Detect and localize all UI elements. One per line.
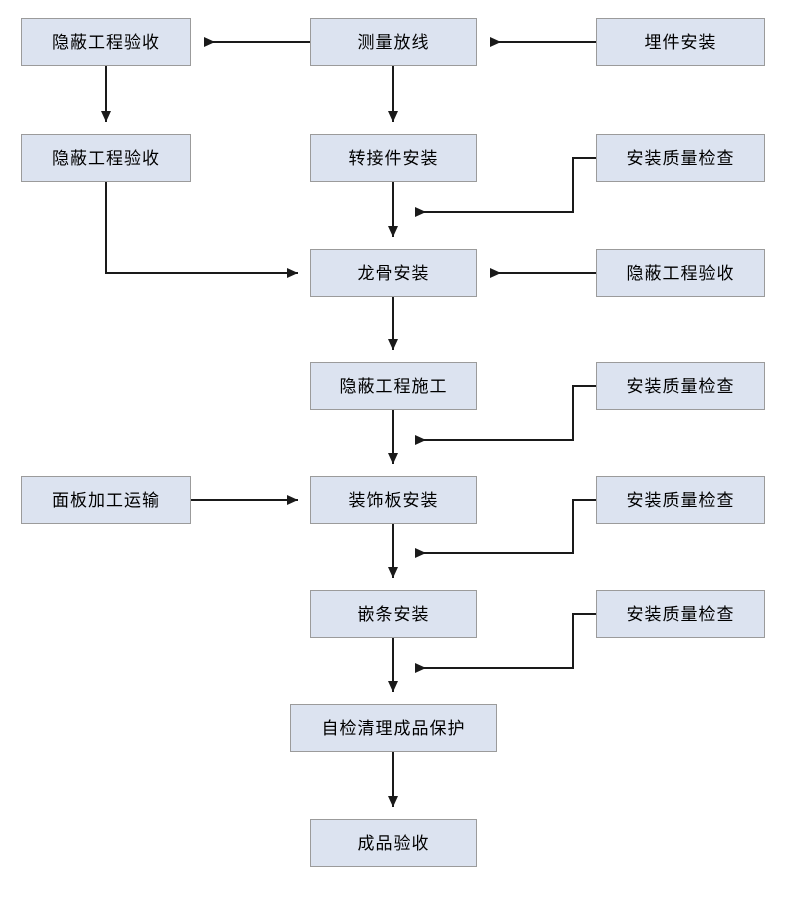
node-label: 龙骨安装 bbox=[357, 263, 430, 283]
node-trim-strip-installation[interactable]: 嵌条安装 bbox=[310, 590, 477, 638]
node-label: 装饰板安装 bbox=[348, 490, 439, 510]
node-panel-fabrication-transport[interactable]: 面板加工运输 bbox=[21, 476, 191, 524]
node-label: 埋件安装 bbox=[644, 32, 717, 52]
node-hidden-works-acceptance-2[interactable]: 隐蔽工程验收 bbox=[21, 134, 191, 182]
node-label: 隐蔽工程施工 bbox=[339, 376, 448, 396]
node-label: 自检清理成品保护 bbox=[321, 718, 466, 738]
node-label: 测量放线 bbox=[357, 32, 430, 52]
node-decorative-panel-installation[interactable]: 装饰板安装 bbox=[310, 476, 477, 524]
node-label: 嵌条安装 bbox=[357, 604, 430, 624]
node-quality-check-4[interactable]: 安装质量检查 bbox=[596, 590, 765, 638]
node-label: 安装质量检查 bbox=[626, 490, 735, 510]
node-final-product-acceptance[interactable]: 成品验收 bbox=[310, 819, 477, 867]
node-quality-check-2[interactable]: 安装质量检查 bbox=[596, 362, 765, 410]
node-label: 隐蔽工程验收 bbox=[626, 263, 735, 283]
edge-e7 bbox=[105, 182, 298, 278]
node-survey-setting-out[interactable]: 测量放线 bbox=[310, 18, 477, 66]
node-label: 成品验收 bbox=[357, 833, 430, 853]
node-self-inspection-cleaning-protection[interactable]: 自检清理成品保护 bbox=[290, 704, 497, 752]
node-label: 隐蔽工程验收 bbox=[52, 148, 160, 168]
node-keel-installation[interactable]: 龙骨安装 bbox=[310, 249, 477, 297]
node-quality-check-1[interactable]: 安装质量检查 bbox=[596, 134, 765, 182]
node-embedded-parts-installation[interactable]: 埋件安装 bbox=[596, 18, 765, 66]
node-label: 安装质量检查 bbox=[626, 604, 735, 624]
node-hidden-works-acceptance-1[interactable]: 隐蔽工程验收 bbox=[21, 18, 191, 66]
node-hidden-works-acceptance-3[interactable]: 隐蔽工程验收 bbox=[596, 249, 765, 297]
node-label: 面板加工运输 bbox=[52, 490, 160, 510]
node-label: 转接件安装 bbox=[348, 148, 439, 168]
node-label: 安装质量检查 bbox=[626, 148, 735, 168]
node-label: 安装质量检查 bbox=[626, 376, 735, 396]
node-hidden-works-construction[interactable]: 隐蔽工程施工 bbox=[310, 362, 477, 410]
node-label: 隐蔽工程验收 bbox=[52, 32, 160, 52]
node-adapter-installation[interactable]: 转接件安装 bbox=[310, 134, 477, 182]
node-quality-check-3[interactable]: 安装质量检查 bbox=[596, 476, 765, 524]
